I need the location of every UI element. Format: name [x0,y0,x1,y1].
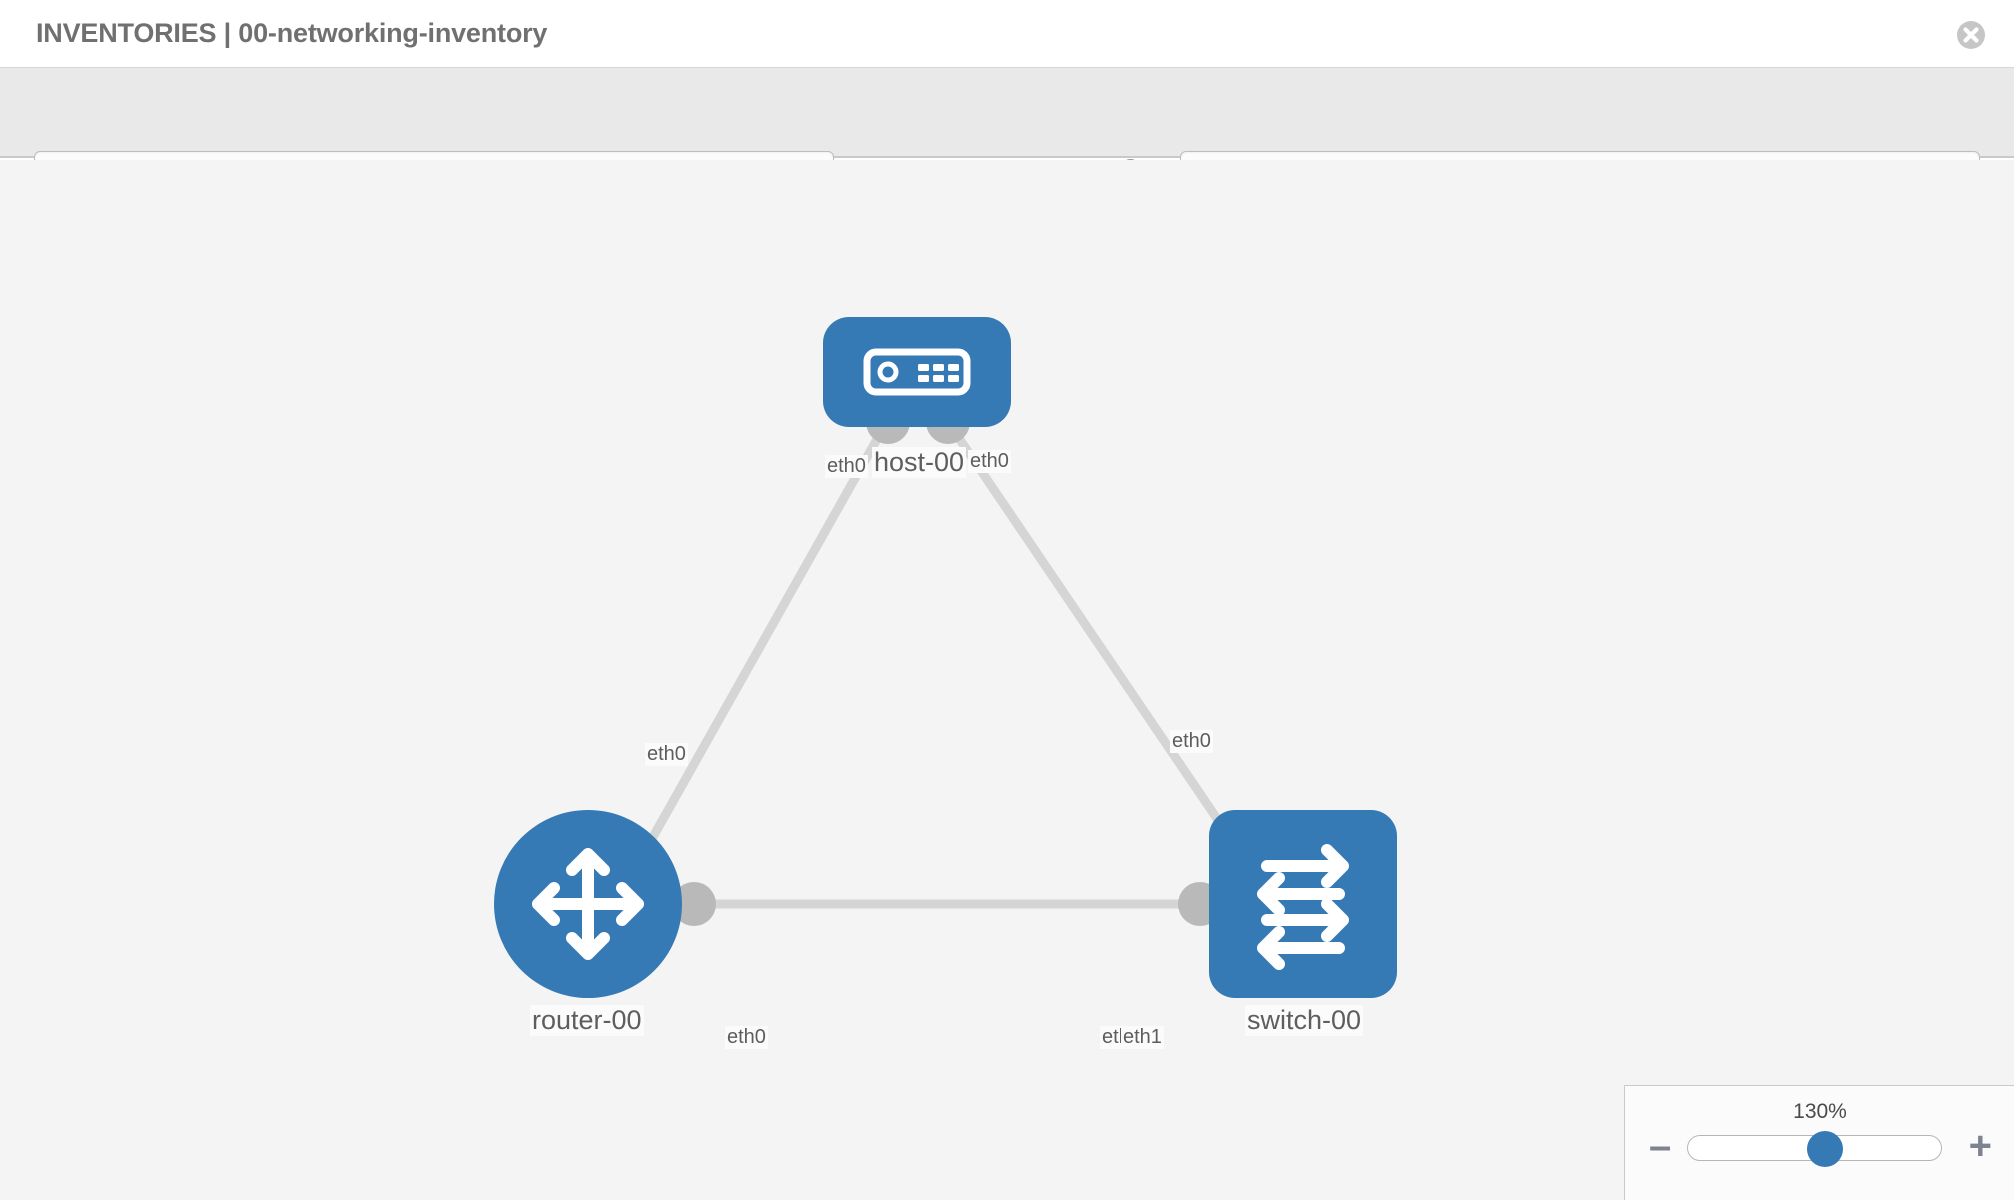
close-icon[interactable] [1956,20,1986,50]
page-title: INVENTORIES | 00-networking-inventory [36,18,548,48]
iface-label-switch-left-b: eth1 [1121,1026,1164,1049]
zoom-slider-thumb[interactable] [1807,1131,1844,1167]
topology-links [636,400,1254,926]
node-label-host-00: host-00 [872,447,967,478]
zoom-out-button[interactable]: – [1649,1124,1672,1168]
iface-label-host-left: eth0 [825,455,868,478]
node-label-switch-00: switch-00 [1245,1005,1364,1036]
node-host-00[interactable] [823,317,1011,427]
toolbar: ACTIONS [0,68,2014,207]
link-host-switch [946,422,1249,863]
zoom-level-label: 130% [1793,1100,1847,1123]
iface-label-router-up: eth0 [645,743,688,766]
iface-label-host-right: eth0 [968,450,1011,473]
zoom-panel: 130% – + [1624,1085,2014,1200]
node-switch-00[interactable] [1209,810,1397,998]
server-icon [863,348,971,396]
endpoint-router-right [672,882,716,926]
topology-canvas[interactable]: host-00 router-00 switch-00 eth0 eth0 et… [0,160,2014,1200]
iface-label-switch-up: eth0 [1170,730,1213,753]
zoom-slider[interactable] [1687,1131,1942,1167]
page-header: INVENTORIES | 00-networking-inventory [0,0,2014,68]
switch-arrows-icon [1257,844,1349,970]
zoom-in-button[interactable]: + [1968,1124,1992,1168]
node-router-00[interactable] [494,810,682,998]
node-label-router-00: router-00 [530,1005,644,1036]
router-arrows-icon [532,848,644,960]
iface-label-router-right: eth0 [725,1026,768,1049]
link-host-router [636,422,889,863]
